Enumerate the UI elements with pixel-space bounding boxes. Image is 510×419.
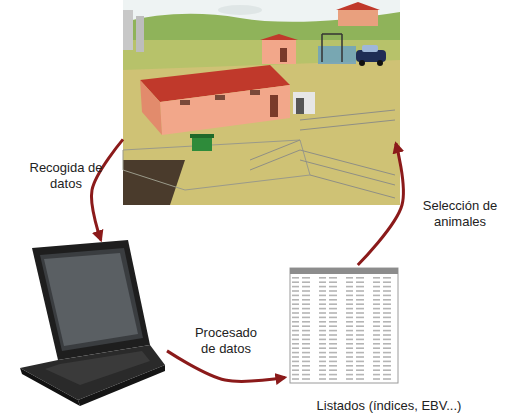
flow-arrow: [91, 139, 123, 240]
listing-node: Listados (índices, EBV...): [285, 265, 493, 415]
listing-table: [290, 268, 398, 383]
farm-illustration: [123, 0, 400, 205]
picture-node: [20, 240, 167, 408]
flow-arrow: [358, 144, 404, 266]
picture-node: [123, 0, 400, 205]
edge-label: Selección de animales: [412, 198, 508, 229]
edge-label: Recogida de datos: [26, 160, 106, 191]
laptop-illustration: [20, 240, 165, 406]
edge-label: Procesado de datos: [186, 325, 266, 356]
list-caption: Listados (índices, EBV...): [285, 398, 493, 413]
